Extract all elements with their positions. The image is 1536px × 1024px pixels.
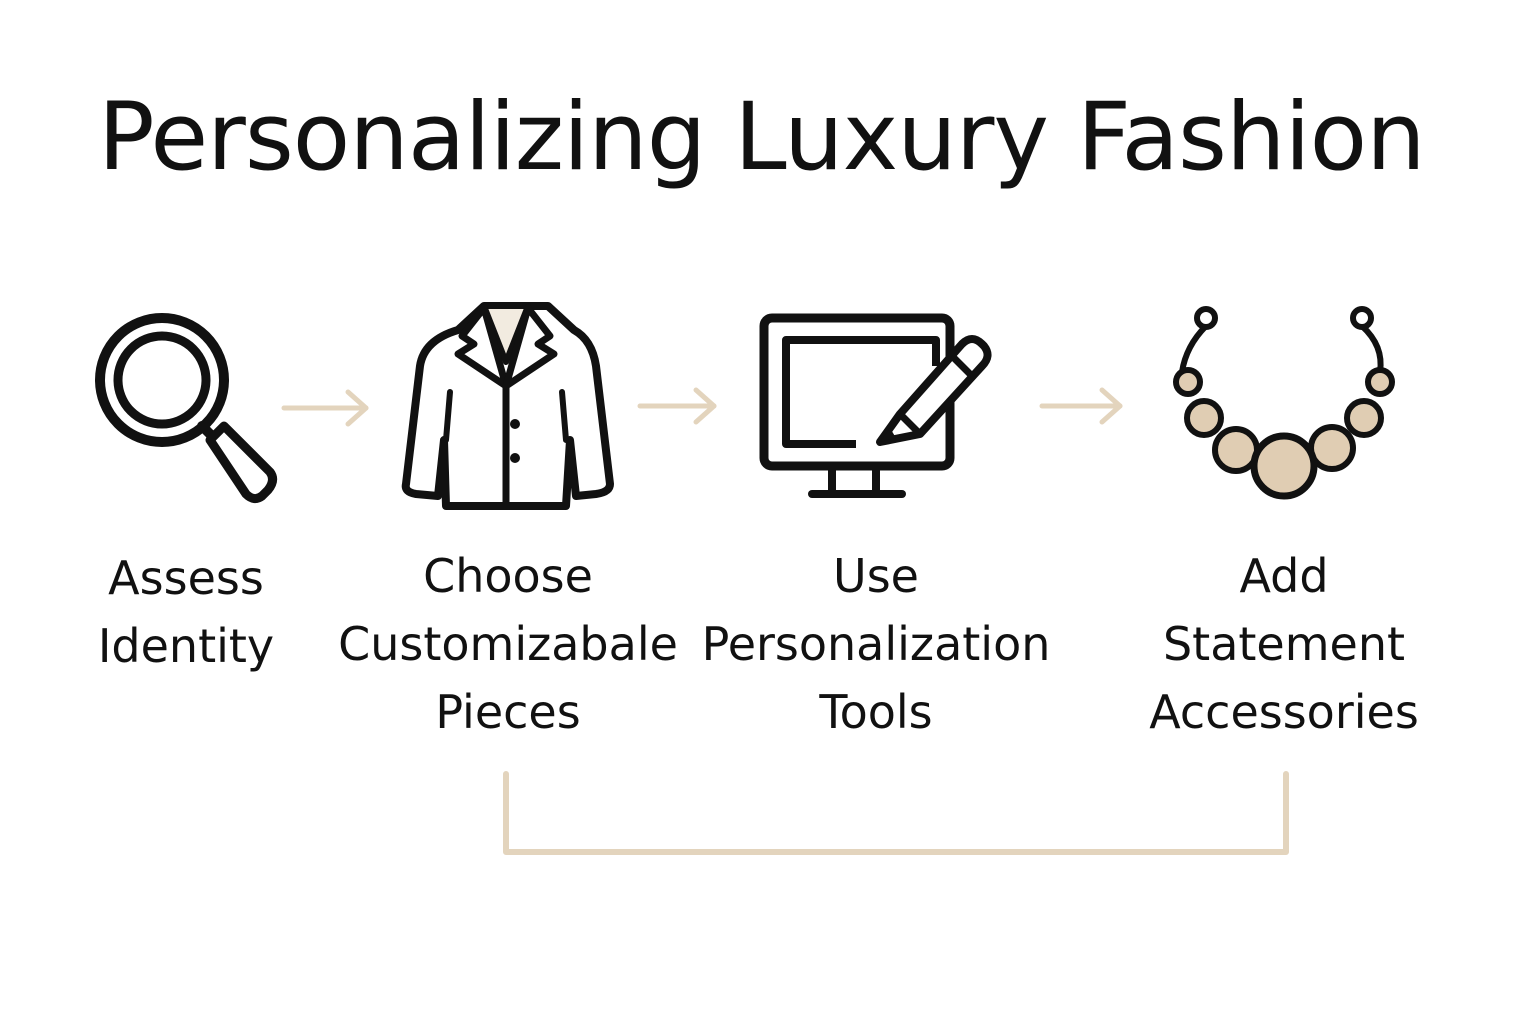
- step-label-assess-identity: Assess Identity: [0, 544, 376, 680]
- step-label-line: Add: [1239, 549, 1329, 603]
- monitor-pencil-icon: [756, 310, 996, 506]
- step-label-line: Statement: [1162, 617, 1406, 671]
- step-label-choose-pieces: Choose Customizabale Pieces: [318, 542, 698, 746]
- step-label-line: Assess: [108, 551, 264, 605]
- flow-arrow-3: [1039, 386, 1130, 426]
- step-label-line: Accessories: [1149, 685, 1419, 739]
- step-label-line: Pieces: [435, 685, 581, 739]
- diagram-title: Personalizing Luxury Fashion: [98, 83, 1426, 192]
- blazer-icon: [398, 296, 614, 512]
- step-label-line: Tools: [819, 685, 933, 739]
- flow-arrow-1: [281, 388, 372, 428]
- flow-arrow-2: [637, 386, 728, 426]
- step-label-line: Identity: [97, 619, 275, 673]
- bracket-connector: [496, 768, 1296, 860]
- magnifying-glass-icon: [90, 308, 280, 508]
- step-label-use-tools: Use Personalization Tools: [686, 542, 1066, 746]
- step-label-line: Personalization: [701, 617, 1051, 671]
- step-label-add-accessories: Add Statement Accessories: [1094, 542, 1474, 746]
- step-label-line: Choose: [423, 549, 593, 603]
- step-label-line: Use: [833, 549, 919, 603]
- step-label-line: Customizabale: [338, 617, 678, 671]
- necklace-icon: [1166, 300, 1406, 506]
